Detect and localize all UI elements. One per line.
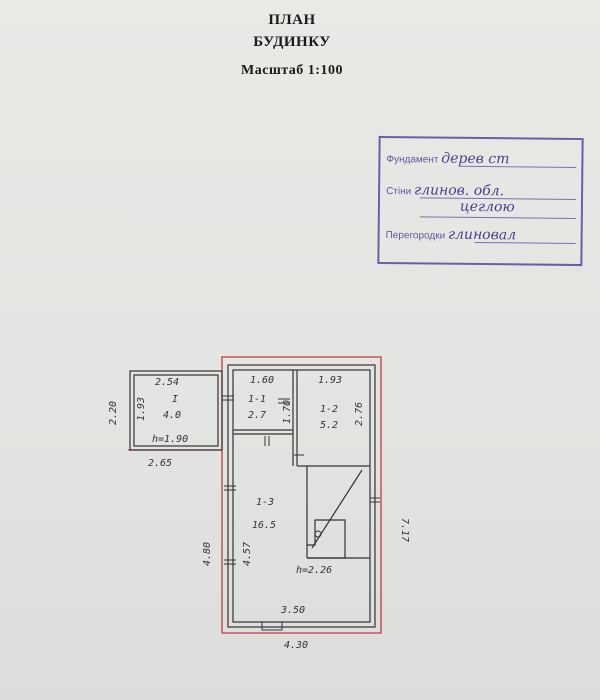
annex-area-label: 4.0 xyxy=(163,410,181,421)
ceiling-height-label: h=2.26 xyxy=(296,565,332,576)
annex-depth-label: 1.93 xyxy=(136,397,147,421)
annex-bottom-label: 2.65 xyxy=(148,458,172,469)
outer-right-depth-label: 7.17 xyxy=(399,518,410,542)
room-1-1-area: 2.7 xyxy=(248,410,266,421)
room-1-3-area: 16.5 xyxy=(252,520,276,531)
stair-width-label: 1.70 xyxy=(282,400,293,424)
outer-width-label: 4.30 xyxy=(284,640,308,651)
annex-ceiling-label: h=1.90 xyxy=(152,434,188,445)
stair-marker xyxy=(314,530,322,538)
room-1-2-area: 5.2 xyxy=(320,420,338,431)
room-1-2-depth-label: 2.76 xyxy=(354,402,365,426)
room-1-1-id: 1-1 xyxy=(248,394,266,405)
room-1-3-id: 1-3 xyxy=(256,497,274,508)
annex-height-label: 2.20 xyxy=(108,401,119,425)
openings xyxy=(222,395,380,631)
scale-label: Масштаб 1:100 xyxy=(241,63,343,78)
page-subtitle: БУДИНКУ xyxy=(253,34,331,50)
room-1-2-id: 1-2 xyxy=(320,404,338,415)
inner-width-label: 3.50 xyxy=(280,605,305,616)
annex-width-label: 2.54 xyxy=(155,377,179,388)
annex-room-label: I xyxy=(172,394,178,405)
room-1-1-width-label: 1.60 xyxy=(250,375,274,386)
page-title: ПЛАН xyxy=(268,12,316,28)
annex-walls xyxy=(129,370,223,451)
outer-left-depth-label: 4.80 xyxy=(202,542,213,566)
room-1-2-width-label: 1.93 xyxy=(318,375,342,386)
house-walls xyxy=(227,364,376,628)
room-1-3-depth-label: 4.57 xyxy=(242,542,253,566)
